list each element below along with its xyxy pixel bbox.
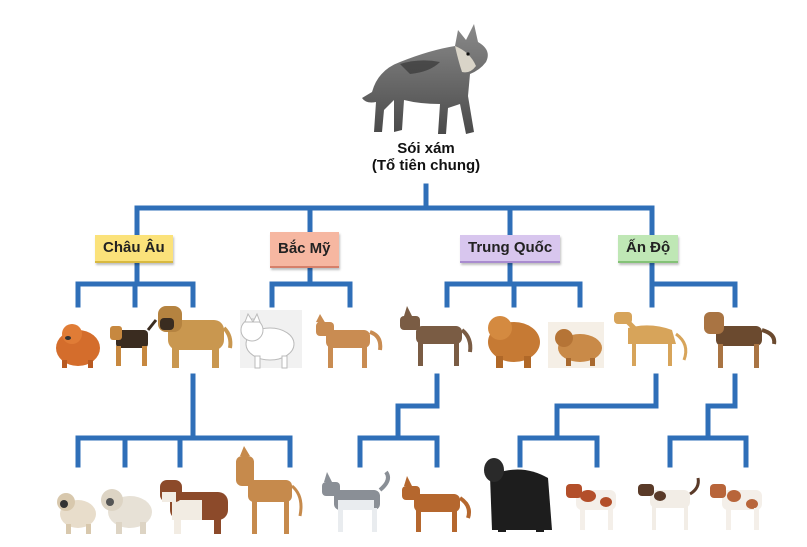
dog-springer-spaniel [710, 484, 762, 530]
dog-pekingese [548, 322, 604, 368]
dog-samoyed [240, 310, 302, 369]
region-india: Ấn Độ [618, 235, 679, 263]
connector-china-descendants [357, 373, 440, 468]
connector-north-america [269, 265, 353, 308]
connector-india-descendants-a [517, 373, 659, 468]
connector-india-descendants-b [667, 373, 749, 468]
dog-chow-chow [488, 316, 540, 368]
connector-china [444, 255, 583, 308]
dog-mastiff [158, 306, 233, 368]
region-china: Trung Quốc [460, 235, 561, 263]
connector-europe-descendants [75, 373, 293, 468]
dog-airedale-terrier [110, 319, 158, 366]
dog-carolina-dog [316, 314, 383, 368]
dog-bloodhound [704, 312, 777, 368]
connector-region-drops [134, 205, 655, 239]
dog-great-dane [236, 446, 303, 534]
connector-lines [75, 183, 749, 468]
grey-wolf-illustration [362, 24, 488, 134]
connector-europe [75, 255, 196, 308]
region-europe: Châu Âu [95, 235, 173, 263]
dog-chinese-village-dog [400, 306, 473, 366]
root-name: Sói xám [397, 140, 455, 157]
dog-saluki [614, 312, 688, 366]
dog-pomeranian [56, 324, 100, 368]
dog-saint-bernard [160, 480, 228, 534]
dog-afghan-hound [484, 458, 552, 532]
connector-india [649, 255, 738, 308]
root-label: Sói xám (Tổ tiên chung) [372, 140, 480, 174]
region-north-america: Bắc Mỹ [270, 232, 339, 268]
dog-pug [57, 493, 96, 534]
dog-brittany-spaniel [566, 484, 616, 530]
dog-english-pointer [638, 477, 700, 530]
dog-dingo [402, 476, 471, 532]
dog-siberian-husky [322, 470, 390, 532]
dog-bulldog [101, 489, 152, 534]
root-subtitle: (Tổ tiên chung) [371, 157, 481, 174]
